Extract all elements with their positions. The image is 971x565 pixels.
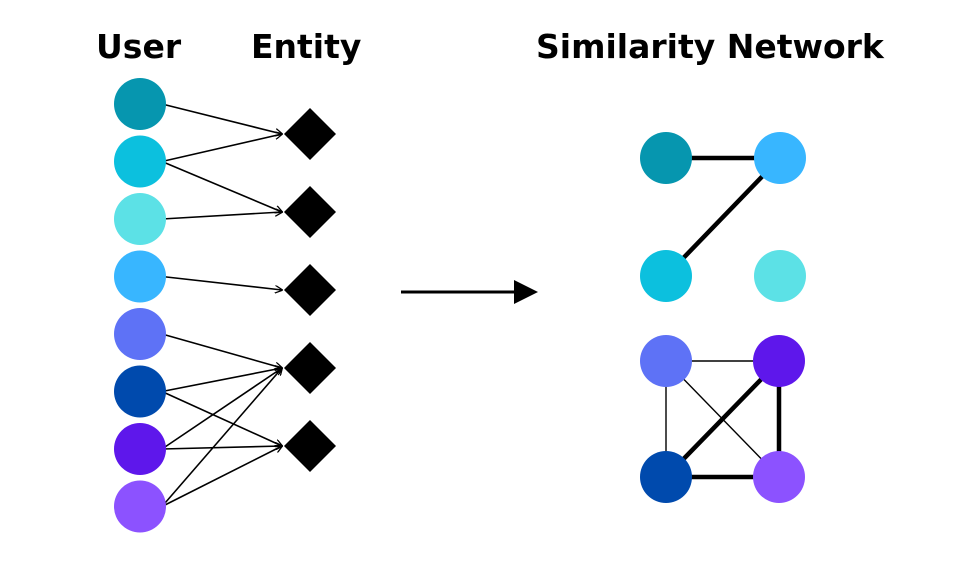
user-node (114, 423, 166, 475)
user-entity-link (161, 134, 282, 163)
user-entity-link (161, 212, 282, 220)
similarity-node (753, 335, 805, 387)
entity-node (284, 342, 336, 394)
user-entity-link (161, 333, 282, 368)
transform-arrow-head (514, 280, 538, 304)
similarity-network-heading: Similarity Network (536, 27, 884, 66)
user-nodes (114, 78, 166, 533)
user-entity-link (161, 103, 282, 134)
user-node (114, 480, 166, 533)
user-entity-link (161, 390, 282, 447)
user-entity-link (161, 446, 282, 449)
user-node (114, 78, 166, 130)
entity-node (284, 108, 336, 160)
similarity-node (754, 132, 806, 184)
user-node (114, 135, 166, 188)
similarity-edge (664, 359, 781, 479)
similarity-node (754, 250, 806, 302)
similarity-edge (664, 156, 782, 278)
similarity-nodes (640, 132, 806, 503)
user-entity-link (161, 368, 282, 508)
user-entity-links (161, 103, 282, 508)
similarity-node (640, 335, 692, 387)
user-node (114, 250, 166, 303)
entity-column-heading: Entity (251, 27, 362, 66)
entity-node (284, 420, 336, 472)
user-column-heading: User (96, 27, 182, 66)
user-entity-link (161, 275, 282, 291)
similarity-node (640, 132, 692, 184)
user-entity-link (161, 368, 282, 393)
user-entity-link (161, 160, 282, 213)
similarity-node (640, 250, 692, 302)
user-entity-link (161, 368, 282, 450)
entity-node (284, 186, 336, 238)
user-node (114, 365, 166, 418)
entity-node (284, 264, 336, 316)
similarity-node (640, 451, 692, 503)
entity-nodes (284, 108, 336, 472)
similarity-node (753, 451, 805, 503)
user-entity-link (161, 446, 282, 508)
user-node (114, 193, 166, 245)
user-node (114, 308, 166, 360)
transform-arrow (401, 280, 538, 304)
similarity-edges (664, 155, 782, 480)
